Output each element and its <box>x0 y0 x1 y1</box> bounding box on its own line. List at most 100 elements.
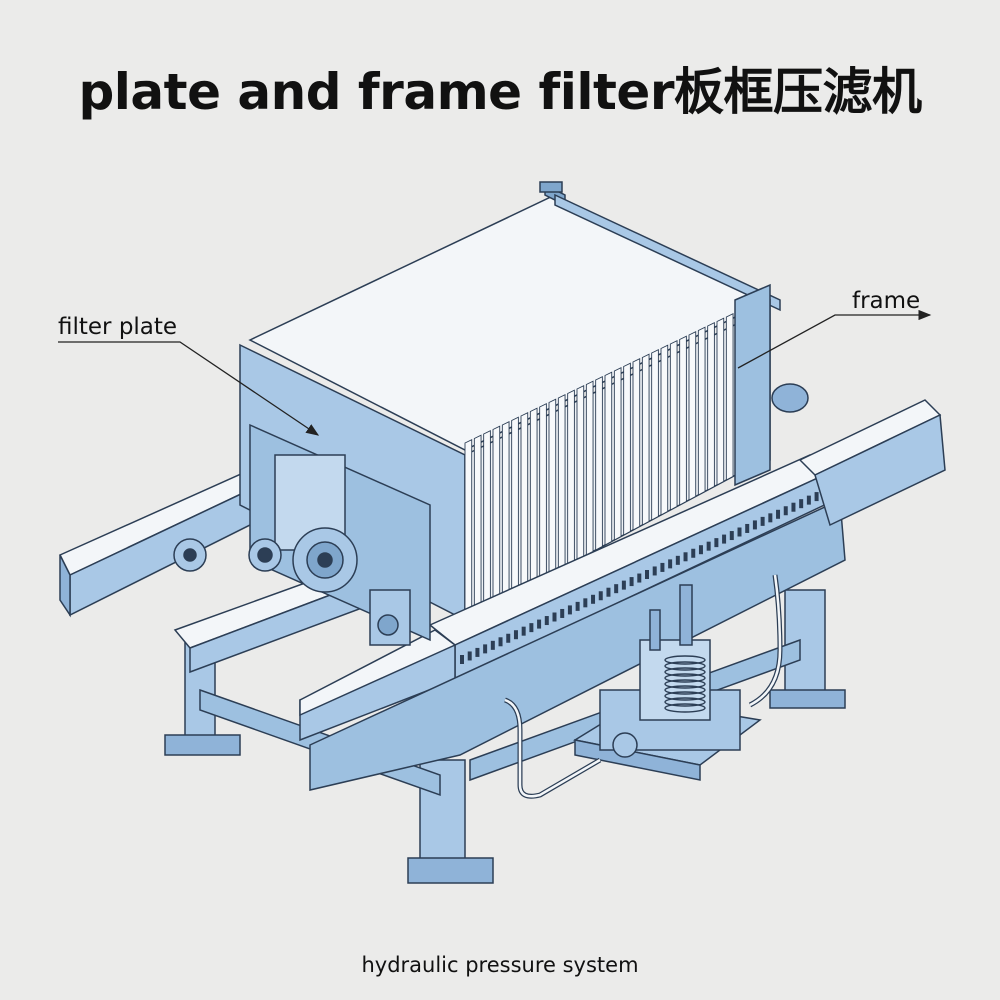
beam-tooth <box>637 573 642 583</box>
drive-mechanism <box>173 423 431 646</box>
coil-ring <box>664 685 706 695</box>
right-side-rail <box>771 383 946 527</box>
filter-plate <box>641 353 650 526</box>
beam-tooth <box>513 630 518 640</box>
frame-label: frame <box>852 288 921 314</box>
beam-tooth <box>668 559 673 569</box>
filter-plate <box>520 412 529 591</box>
beam-teeth <box>460 488 827 664</box>
filter-plate <box>688 331 697 501</box>
beam-tooth <box>614 584 619 594</box>
beam-tooth <box>737 527 742 537</box>
filter-plate <box>473 434 482 616</box>
beam-tooth <box>814 492 819 502</box>
filter-plate <box>651 349 659 521</box>
filter-plate <box>595 376 603 551</box>
beam-tooth <box>506 633 511 643</box>
filter-plate <box>623 362 631 536</box>
beam-tooth <box>776 509 781 519</box>
filter-plate <box>483 430 491 611</box>
rear-frame <box>539 181 771 487</box>
coil-ring <box>664 655 706 665</box>
coil-ring <box>664 679 706 689</box>
filter-plate <box>697 326 706 496</box>
beam-tooth <box>575 601 580 611</box>
beam-tooth <box>467 651 472 661</box>
coil-ring <box>664 661 706 671</box>
beam-tooth <box>598 591 603 601</box>
beam-tooth <box>521 626 526 636</box>
beam-tooth <box>591 594 596 604</box>
beam-tooth <box>629 577 634 587</box>
beam-tooth <box>745 523 750 533</box>
beam-tooth <box>537 619 542 629</box>
left-side-rails <box>58 469 372 674</box>
filter-plate-label: filter plate <box>58 314 178 340</box>
beam-tooth <box>660 562 665 572</box>
beam-tooth <box>475 647 480 657</box>
filter-plate <box>567 389 575 566</box>
beam-tooth <box>483 644 488 654</box>
filter-plate <box>716 317 725 486</box>
beam-tooth <box>529 623 534 633</box>
filter-plate <box>669 340 678 511</box>
filter-plate <box>585 380 594 556</box>
beam-tooth <box>729 531 734 541</box>
coil-ring <box>664 703 706 713</box>
filter-plate <box>660 344 669 516</box>
beam-tooth <box>752 520 757 530</box>
filter-plate <box>725 313 734 481</box>
filter-plate <box>529 407 538 586</box>
diagram-title: plate and frame filter板框压滤机 <box>78 63 923 121</box>
filter-plate-leader <box>58 341 320 436</box>
annotation-leaders <box>58 309 932 436</box>
filter-plate <box>679 335 687 506</box>
coil-ring <box>664 667 706 677</box>
beam-tooth <box>560 608 565 618</box>
frame-leader <box>737 309 932 369</box>
beam-tooth <box>652 566 657 576</box>
beam-tooth <box>714 538 719 548</box>
beam-tooth <box>768 513 773 523</box>
hydraulic-spring-coil <box>664 655 706 713</box>
filter-plate <box>539 403 547 581</box>
filter-plate <box>632 358 641 531</box>
beam-tooth <box>552 612 557 622</box>
beam-tooth <box>683 552 688 562</box>
coil-ring <box>664 673 706 683</box>
hydraulic-label: hydraulic pressure system <box>361 953 639 977</box>
beam-tooth <box>606 587 611 597</box>
beam-tooth <box>675 555 680 565</box>
filter-plate <box>604 371 613 546</box>
filter-plate <box>576 385 585 561</box>
filter-plate <box>707 322 715 491</box>
filter-plate <box>464 439 473 621</box>
beam-tooth <box>706 541 711 551</box>
filter-plate <box>557 394 566 571</box>
beam-tooth <box>498 637 503 647</box>
beam-tooth <box>490 640 495 650</box>
filter-plate <box>501 421 510 601</box>
coil-ring <box>664 691 706 701</box>
coil-ring <box>664 697 706 707</box>
beam-tooth <box>645 570 649 579</box>
beam-tooth <box>799 499 804 509</box>
beam-tooth <box>460 655 464 664</box>
filter-plate <box>548 398 557 576</box>
filter-plate <box>613 367 622 541</box>
beam-tooth <box>722 534 727 544</box>
hydraulic-unit <box>504 574 783 799</box>
beam-tooth <box>544 616 549 626</box>
beam-tooth <box>791 502 796 512</box>
filter-plate <box>511 416 519 596</box>
beam-tooth <box>783 506 788 516</box>
beam-tooth <box>621 580 626 590</box>
beam-tooth <box>583 598 588 608</box>
beam-tooth <box>806 495 811 505</box>
beam-tooth <box>691 548 696 558</box>
beam-tooth <box>698 545 703 555</box>
beam-tooth <box>760 516 765 526</box>
beam-tooth <box>567 605 572 615</box>
filter-plate <box>492 425 501 606</box>
